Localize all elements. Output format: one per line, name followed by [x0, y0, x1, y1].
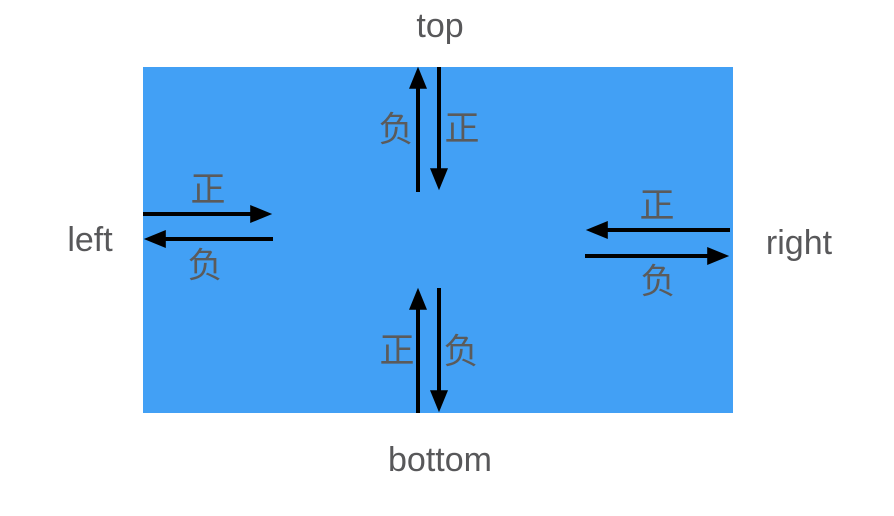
edge-label-bottom: bottom: [388, 441, 492, 479]
top-up-direction-label: 负: [378, 110, 414, 150]
right-leftward-direction-label: 正: [639, 186, 675, 226]
bottom-up-direction-label: 正: [379, 331, 415, 371]
right-rightward-direction-label: 负: [640, 262, 676, 302]
top-down-direction-label: 正: [444, 109, 480, 149]
left-leftward-direction-label: 负: [187, 246, 223, 286]
edge-label-right: right: [765, 224, 833, 262]
left-rightward-direction-label: 正: [190, 170, 226, 210]
content-box: [143, 67, 733, 413]
edge-label-top: top: [416, 7, 464, 45]
bottom-down-direction-label: 负: [443, 332, 479, 372]
edge-label-left: left: [67, 221, 113, 259]
